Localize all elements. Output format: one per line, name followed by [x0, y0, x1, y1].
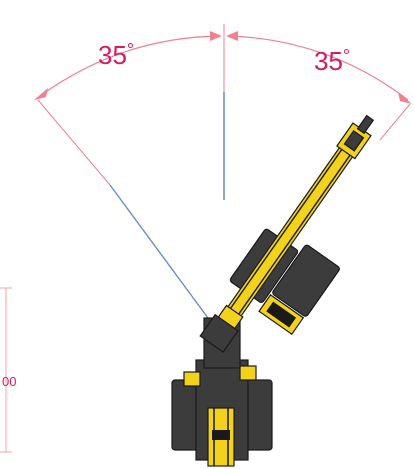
carrier-frame-block: [212, 430, 230, 440]
carrier-base: [171, 317, 273, 467]
carrier-left-accent: [183, 371, 201, 387]
center-arc-arrowhead-right: [226, 31, 238, 41]
right-boundary-line: [379, 103, 411, 141]
arc-arrowheads: [34, 31, 412, 104]
right-angle-label: 35°: [314, 46, 350, 76]
boom-cab-block: [272, 244, 340, 317]
right-arc-arrowhead: [398, 92, 412, 104]
drill-rig-machine: [171, 114, 375, 467]
left-angle-label: 35°: [98, 40, 134, 70]
drill-head-core: [343, 130, 365, 152]
dimension-label: 00: [2, 374, 16, 389]
height-dimension: 00: [0, 287, 16, 453]
drill-tip: [356, 114, 375, 135]
boom-assembly: [199, 114, 375, 353]
boom-side-plate-inner: [266, 301, 297, 328]
center-arc-arrowhead-left: [210, 31, 222, 41]
carrier-right-accent: [239, 365, 257, 381]
right-angle-arc: [229, 35, 409, 101]
left-arc-arrowhead: [34, 88, 48, 100]
left-boundary-line: [109, 184, 209, 319]
angle-arcs: [39, 35, 409, 101]
left-boundary-line-top: [37, 99, 111, 186]
mast-pivot-accent: [217, 304, 244, 330]
left-angle-arc: [39, 35, 219, 97]
